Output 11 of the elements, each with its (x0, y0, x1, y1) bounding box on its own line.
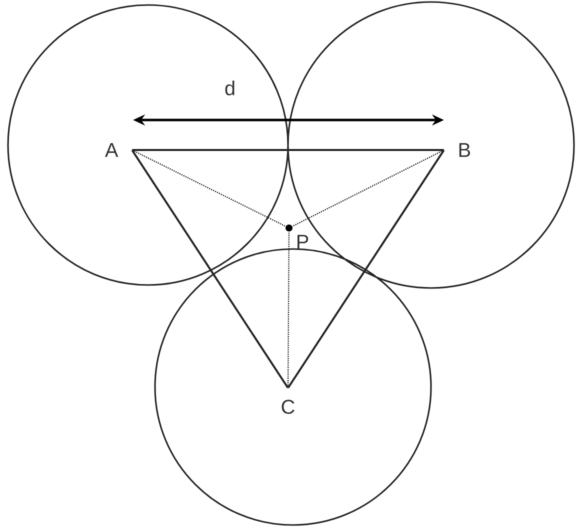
vertex: A (104, 143, 118, 157)
dimension-label: d (225, 80, 234, 96)
dotted-line (132, 150, 286, 227)
vertex: C (282, 400, 294, 414)
vertex: B (459, 143, 470, 157)
dotted-line (292, 150, 444, 227)
triangle-side (132, 149, 444, 151)
triangle-side (287, 150, 445, 388)
dotted-line (287, 232, 290, 388)
node-label: P (298, 234, 308, 249)
triangle-side (131, 150, 289, 388)
